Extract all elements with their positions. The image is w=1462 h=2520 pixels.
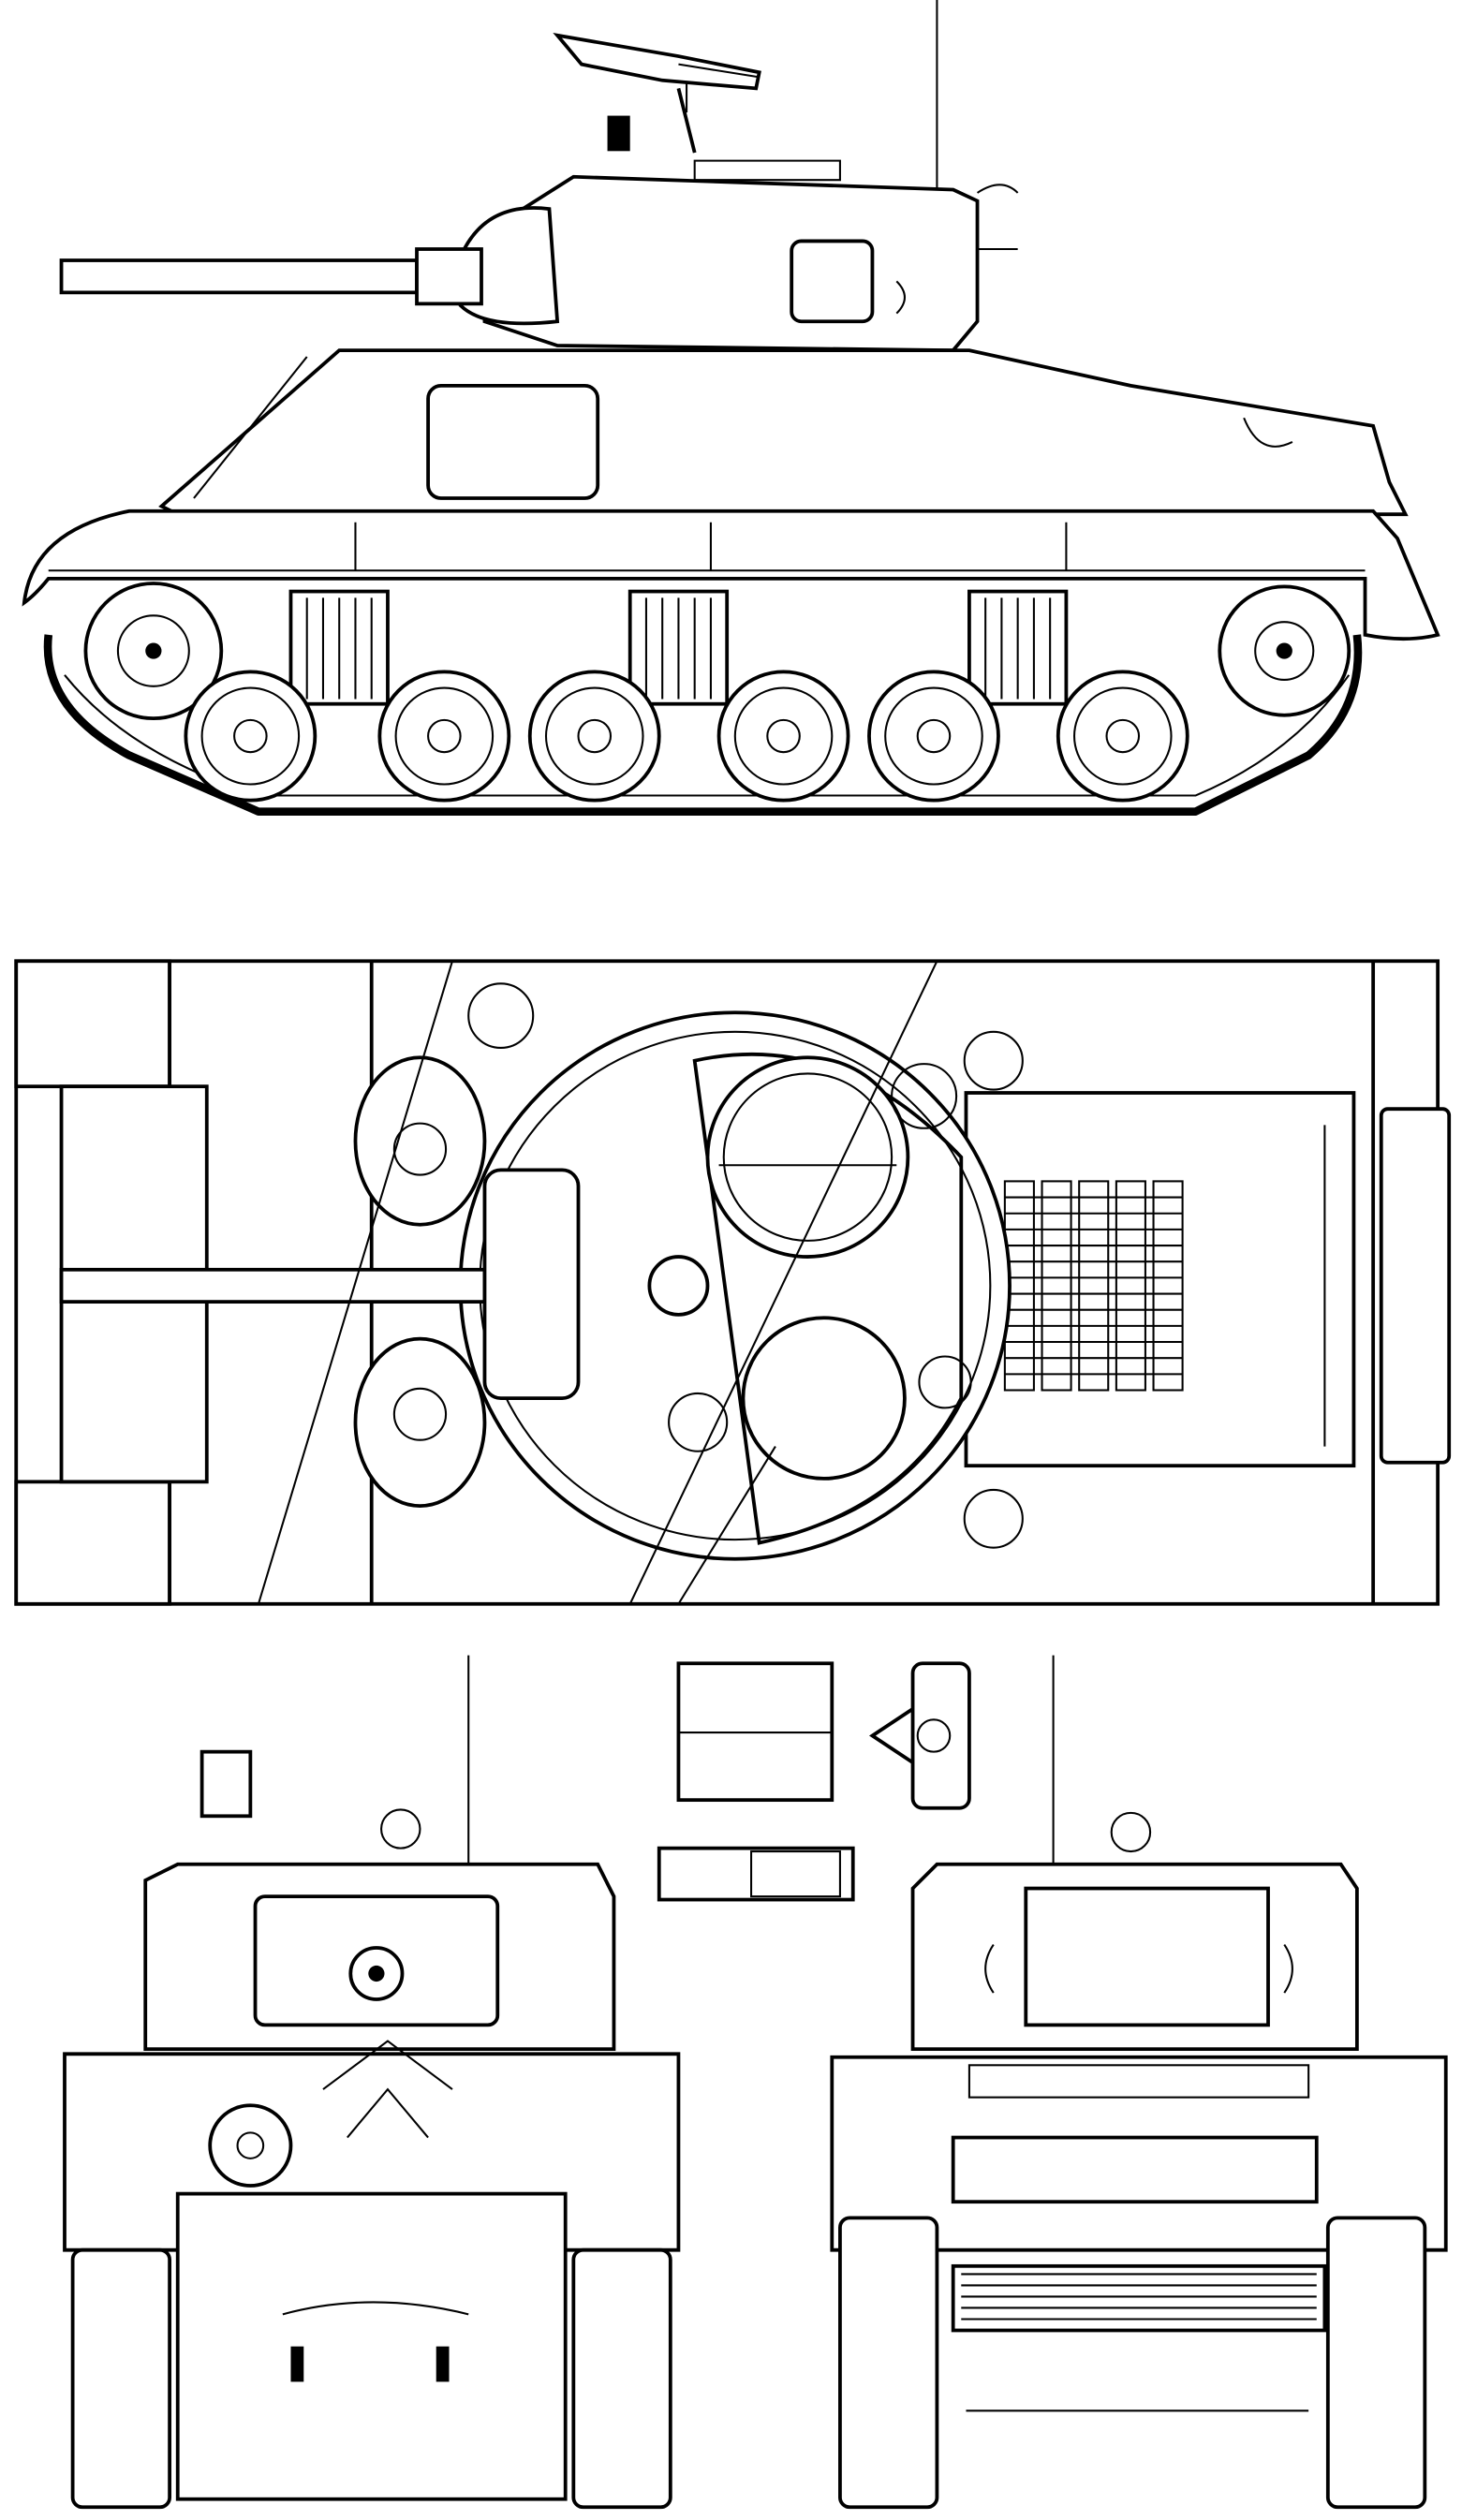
front-view — [63, 1655, 681, 2510]
gun-top — [59, 1168, 581, 1400]
road-wheels — [184, 670, 1189, 803]
turret — [458, 159, 1019, 353]
engine-deck — [964, 1091, 1356, 1468]
detail-parts — [657, 1661, 971, 1902]
sprocket-front — [83, 582, 224, 721]
suspension-bogies — [288, 589, 1069, 706]
turret-top — [458, 1010, 1012, 1561]
hull — [22, 348, 1440, 641]
machine-gun — [553, 33, 761, 154]
top-view — [14, 959, 1452, 1606]
rear-view — [830, 1655, 1448, 2510]
side-view — [22, 0, 1440, 816]
idler-rear — [1218, 584, 1351, 717]
hatches-driver — [353, 1055, 487, 1508]
main-gun — [59, 247, 483, 306]
